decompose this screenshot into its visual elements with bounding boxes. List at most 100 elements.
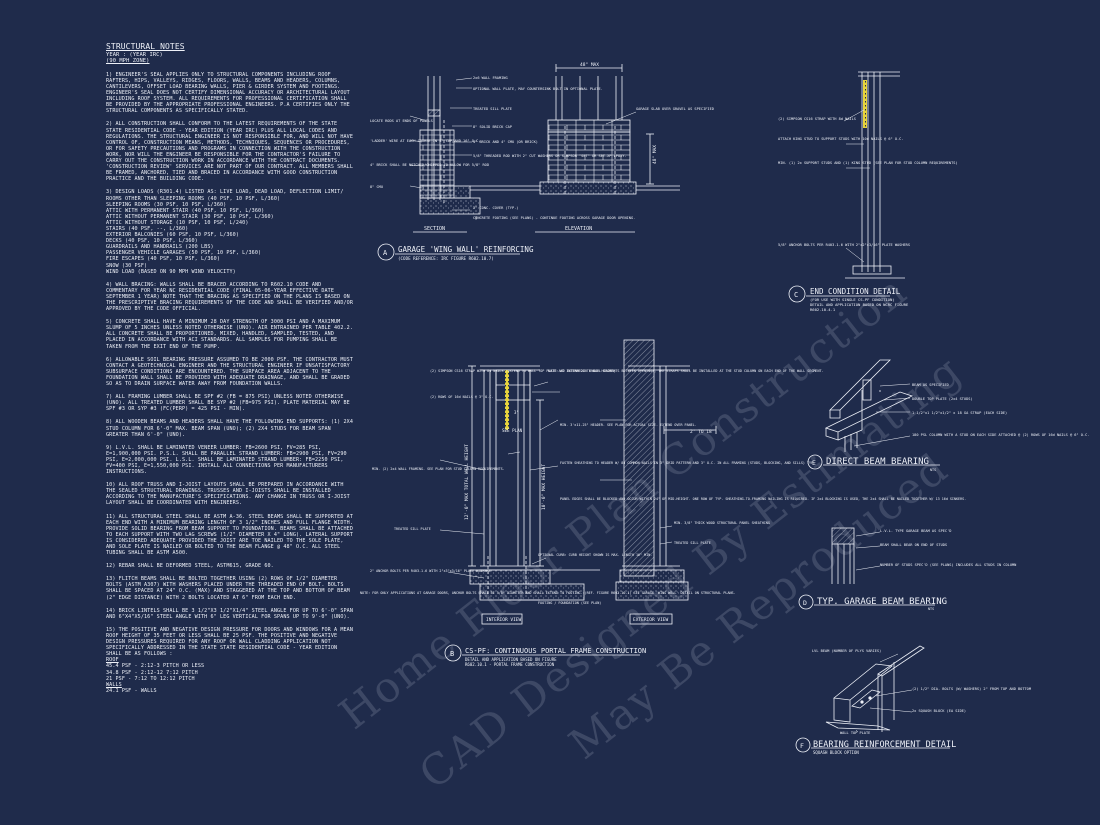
note-15: 15) THE POSITIVE AND NEGATIVE DESIGN PRE… xyxy=(106,626,354,658)
callout: MIN. (1) 2x SUPPORT STUDS AND (1) KING S… xyxy=(778,161,958,165)
callout: 2x SQUASH BLOCK (EA SIDE) xyxy=(912,709,966,713)
detail-title: TYP. GARAGE BEAM BEARING xyxy=(817,597,947,607)
callout: NUMBER OF STUDS SPEC'D (SEE PLANS) INCLU… xyxy=(880,563,1016,567)
detail-b-title-block xyxy=(444,644,640,662)
design-load-line: SLEEPING ROOMS (30 PSF, 10 PSF, L/360) xyxy=(106,201,227,208)
design-load-line: PASSENGER VEHICLE GARAGES (50 PSF, 10 PS… xyxy=(106,250,262,257)
nts-label: NTS xyxy=(930,468,936,472)
detail-subtitle: (CODE REFERENCE: IRC FIGURE R602.10.7) xyxy=(398,256,494,261)
elevation-label: ELEVATION xyxy=(565,226,592,232)
note-5: 5) CONCRETE SHALL HAVE A MINIMUM 28 DAY … xyxy=(106,319,354,350)
detail-a-elevation xyxy=(539,64,680,196)
callout: MIN. 3/8" THICK WOOD STRUCTURAL PANEL SH… xyxy=(674,521,770,525)
roof-value: 45.4 PSF - 2:12-3 PITCH OR LESS xyxy=(106,663,205,670)
callout: NOTE: AT INTERMEDIATE WALL SEGMENTS BETW… xyxy=(548,369,824,373)
design-load-line: FIRE ESCAPES (40 PSF, 10 PSF, L/360) xyxy=(106,256,221,263)
callout: 3" CONC. COVER (TYP.) xyxy=(473,206,518,210)
detail-e-direct-beam xyxy=(807,359,940,470)
detail-title: END CONDITION DETAIL xyxy=(810,287,901,296)
see-plan-label: SEE PLAN xyxy=(502,428,523,433)
walls-heading: WALLS xyxy=(106,681,122,688)
note-10: 10) ALL ROOF TRUSS AND I-JOIST LAYOUTS S… xyxy=(106,482,350,507)
detail-letter: E xyxy=(812,459,816,467)
design-load-line: GUARDRAILS AND HANDRAILS (200 LBS) xyxy=(106,244,214,251)
callout: 8" SOLID BRICK CAP xyxy=(473,125,512,129)
note-4: 4) WALL BRACING: WALLS SHALL BE BRACED A… xyxy=(106,281,354,313)
callout: MIN. (2) 2x4 WALL FRAMING. SEE PLAN FOR … xyxy=(372,467,505,471)
notes-title: STRUCTURAL NOTES xyxy=(106,42,185,51)
callout: TREATED SILL PLATE xyxy=(674,541,711,545)
detail-letter: D xyxy=(803,599,807,607)
note-3-design-loads: 3) DESIGN LOADS (R301.4) LISTED AS: LIVE… xyxy=(106,189,356,274)
note-9: 9) L.V.L. SHALL BE LAMINATED VENEER LUMB… xyxy=(106,444,347,476)
note-12: 12) REBAR SHALL BE DEFORMED STEEL, ASTM6… xyxy=(106,563,274,570)
notes-year: YEAR : (YEAR IRC) xyxy=(106,52,163,58)
design-load-line: EXTERIOR BALCONIES (60 PSF, 10 PSF, L/36… xyxy=(106,232,240,239)
callout: OPTIONAL CURB: CURB HEIGHT SHOWN IS MAX.… xyxy=(538,553,652,557)
callout: 8" CMU xyxy=(370,185,383,189)
design-load-line: ATTIC WITHOUT STORAGE (10 PSF, 10 PSF, L… xyxy=(106,219,249,226)
height-dimension: 12'-0" MAX TOTAL WALL HEIGHT xyxy=(464,444,470,520)
callout: (2) 1/2" DIA. BOLTS (W/ WASHERS) 2" FROM… xyxy=(912,687,1032,691)
roof-heading: ROOF xyxy=(106,657,119,664)
callout: OPTIONAL WALL PLATE, MAY COUNTERSINK BOL… xyxy=(473,87,603,91)
detail-c-callouts: (2) SIMPSON CS16 STRAP WITH 8d NAILS ATT… xyxy=(778,117,958,312)
callout: GARAGE SLAB OVER GRAVEL AS SPECIFIED xyxy=(636,107,714,111)
callout: DOUBLE TOP PLATE (2x4 STUDS) xyxy=(912,397,973,401)
callout: 180 PSL COLUMN WITH A STUD ON EACH SIDE … xyxy=(912,433,1089,437)
detail-d-callouts: L.V.L. TYPE GARAGE BEAM AS SPEC'D BEAM S… xyxy=(803,529,1016,611)
design-load-line: SNOW (30 PSF) xyxy=(106,262,148,269)
callout: (2) SIMPSON CS16 STRAP WITH 8d NAILS xyxy=(778,117,856,121)
design-load-line: ATTIC WITHOUT PERMANENT STAIR (30 PSF, 1… xyxy=(106,213,274,220)
detail-letter: A xyxy=(383,249,388,257)
callout: 5/8" ANCHOR BOLTS PER R403.1.6 WITH 2"x2… xyxy=(778,243,910,247)
dimension: 48" MAX xyxy=(580,62,599,68)
detail-b-interior xyxy=(439,365,600,625)
callout: TREATED SILL PLATE xyxy=(394,527,431,531)
design-load-line: 3) DESIGN LOADS (R301.4) LISTED AS: LIVE… xyxy=(106,189,344,196)
callout: NOTE: FOR ONLY APPLICATIONS AT GARAGE DO… xyxy=(360,591,736,595)
callout: FASTEN SHEATHING TO HEADER W/ 8d COMMON … xyxy=(560,461,815,465)
note-6: 6) ALLOWABLE SOIL BEARING PRESSURE ASSUM… xyxy=(106,356,354,388)
detail-subtitle: R602.10.4.1 xyxy=(810,307,836,312)
width-dimension: 2' TO 18' xyxy=(690,429,714,435)
detail-title: DIRECT BEAM BEARING xyxy=(826,457,929,467)
walls-value: 24.1 PSF - WALLS xyxy=(106,687,157,694)
callout: WALL TOP PLATE xyxy=(840,731,870,735)
detail-subtitle: (FOR USE WITH SINGLE CS-PF CONDITION) xyxy=(810,297,895,302)
detail-e-callouts: BEAM AS SPECIFIED DOUBLE TOP PLATE (2x4 … xyxy=(812,383,1089,472)
callout: ATTACH KING STUD TO SUPPORT STUDS WITH 1… xyxy=(778,137,904,141)
callout: LVL BEAM (NUMBER OF PLYS VARIES) xyxy=(812,649,881,653)
detail-title: BEARING REINFORCEMENT DETAIL xyxy=(813,740,956,750)
note-14: 14) BRICK LINTELS SHALL BE 3 1/2"x3 1/2"… xyxy=(106,607,354,620)
callout: 4" BRICK AND 4" CMU (OR BRICK) xyxy=(473,140,538,144)
design-load-line: DECKS (40 PSF, 10 PSF, L/360) xyxy=(106,238,198,245)
detail-a-title-block xyxy=(377,231,635,261)
callout: CONCRETE FOOTING (SEE PLANS) - CONTINUE … xyxy=(473,216,635,220)
notes-wind-zone: (90 mph ZONE) xyxy=(106,58,150,65)
roof-value: 34.8 PSF - 2:12-12 7:12 PITCH xyxy=(106,669,198,676)
interior-view-label: INTERIOR VIEW xyxy=(486,617,522,623)
callout: 1 1/2"x1 1/2"x1/2" x 18 GA STRAP (EACH S… xyxy=(912,411,1007,415)
header-dimension: 10'-0" MAX HEIGHT xyxy=(541,464,547,510)
detail-letter: B xyxy=(450,650,454,658)
callout: 2" ANCHOR BOLTS PER R403.1.6 WITH 2"x3"x… xyxy=(370,569,490,573)
callout: BEAM AS SPECIFIED xyxy=(912,383,949,387)
exterior-view-label: EXTERIOR VIEW xyxy=(633,617,669,623)
roof-value: 21 PSF - 7:12 TO 12:12 PITCH xyxy=(106,675,195,682)
callout: (2) SIMPSON CS16 STRAP WITH 8d NAILS (EX… xyxy=(430,369,616,373)
callout: TREATED SILL PLATE xyxy=(473,107,512,111)
note-7: 7) ALL FRAMING LUMBER SHALL BE SPF #2 (F… xyxy=(106,394,350,413)
detail-title: CS-PF: CONTINUOUS PORTAL FRAME CONSTRUCT… xyxy=(465,647,646,655)
dimension: 48" MAX xyxy=(652,145,658,164)
note-11: 11) ALL STRUCTURAL STEEL SHALL BE ASTM A… xyxy=(106,513,354,557)
detail-a-callouts: 2x6 WALL FRAMING OPTIONAL WALL PLATE, MA… xyxy=(370,62,714,261)
callout: PANEL EDGES SHALL BE BLOCKED AND OCCUR W… xyxy=(560,497,966,501)
callout: 4" BRICK SHALL BE NOTCHED/CHIPPED TO ALL… xyxy=(370,163,489,167)
design-load-line: STAIRS (40 PSF, --, L/360) xyxy=(106,225,189,232)
nts-label: NTS xyxy=(928,607,934,611)
detail-a-section xyxy=(409,76,540,220)
design-load-line: WIND LOAD (BASED ON 90 MPH WIND VELOCITY… xyxy=(106,268,236,275)
